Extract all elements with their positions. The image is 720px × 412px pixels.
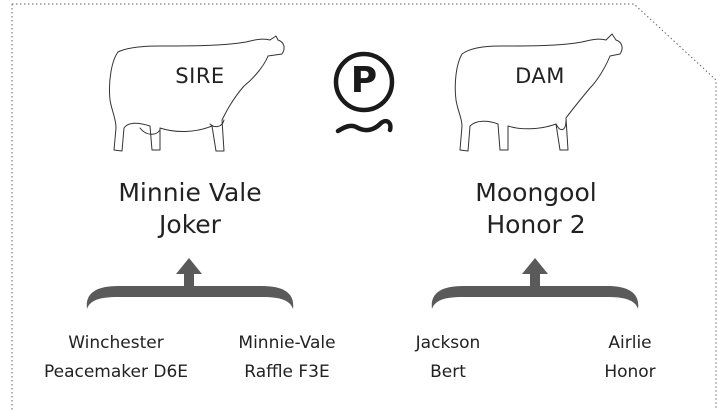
sire-grandsire-line1: Winchester — [68, 333, 164, 353]
sire-name-line2: Joker — [159, 210, 221, 239]
dam-granddam-line1: Airlie — [608, 333, 652, 353]
logo-letter: P — [350, 60, 378, 101]
dam-tag: DAM — [515, 64, 565, 88]
sire-granddam-line2: Raffle F3E — [244, 362, 330, 382]
sire-grandsire-line2: Peacemaker D6E — [43, 362, 189, 382]
cow-outline-icon — [454, 33, 623, 152]
dam-grandsire-line2: Bert — [430, 362, 466, 382]
dam-curly-brace-arrow-icon — [431, 258, 639, 309]
dam-granddam-line2: Honor — [604, 362, 656, 382]
dam-name-line2: Honor 2 — [486, 210, 586, 239]
dam-grandsire-line1: Jackson — [415, 333, 481, 353]
sire-granddam-line1: Minnie-Vale — [238, 333, 336, 353]
sire-tag: SIRE — [175, 64, 225, 88]
sire-curly-brace-arrow-icon — [86, 258, 294, 309]
dam-name-line1: Moongool — [475, 178, 597, 207]
sire-name-line1: Minnie Vale — [118, 178, 262, 207]
circled-p-brand-icon — [333, 51, 395, 134]
bull-outline-icon — [109, 35, 285, 152]
